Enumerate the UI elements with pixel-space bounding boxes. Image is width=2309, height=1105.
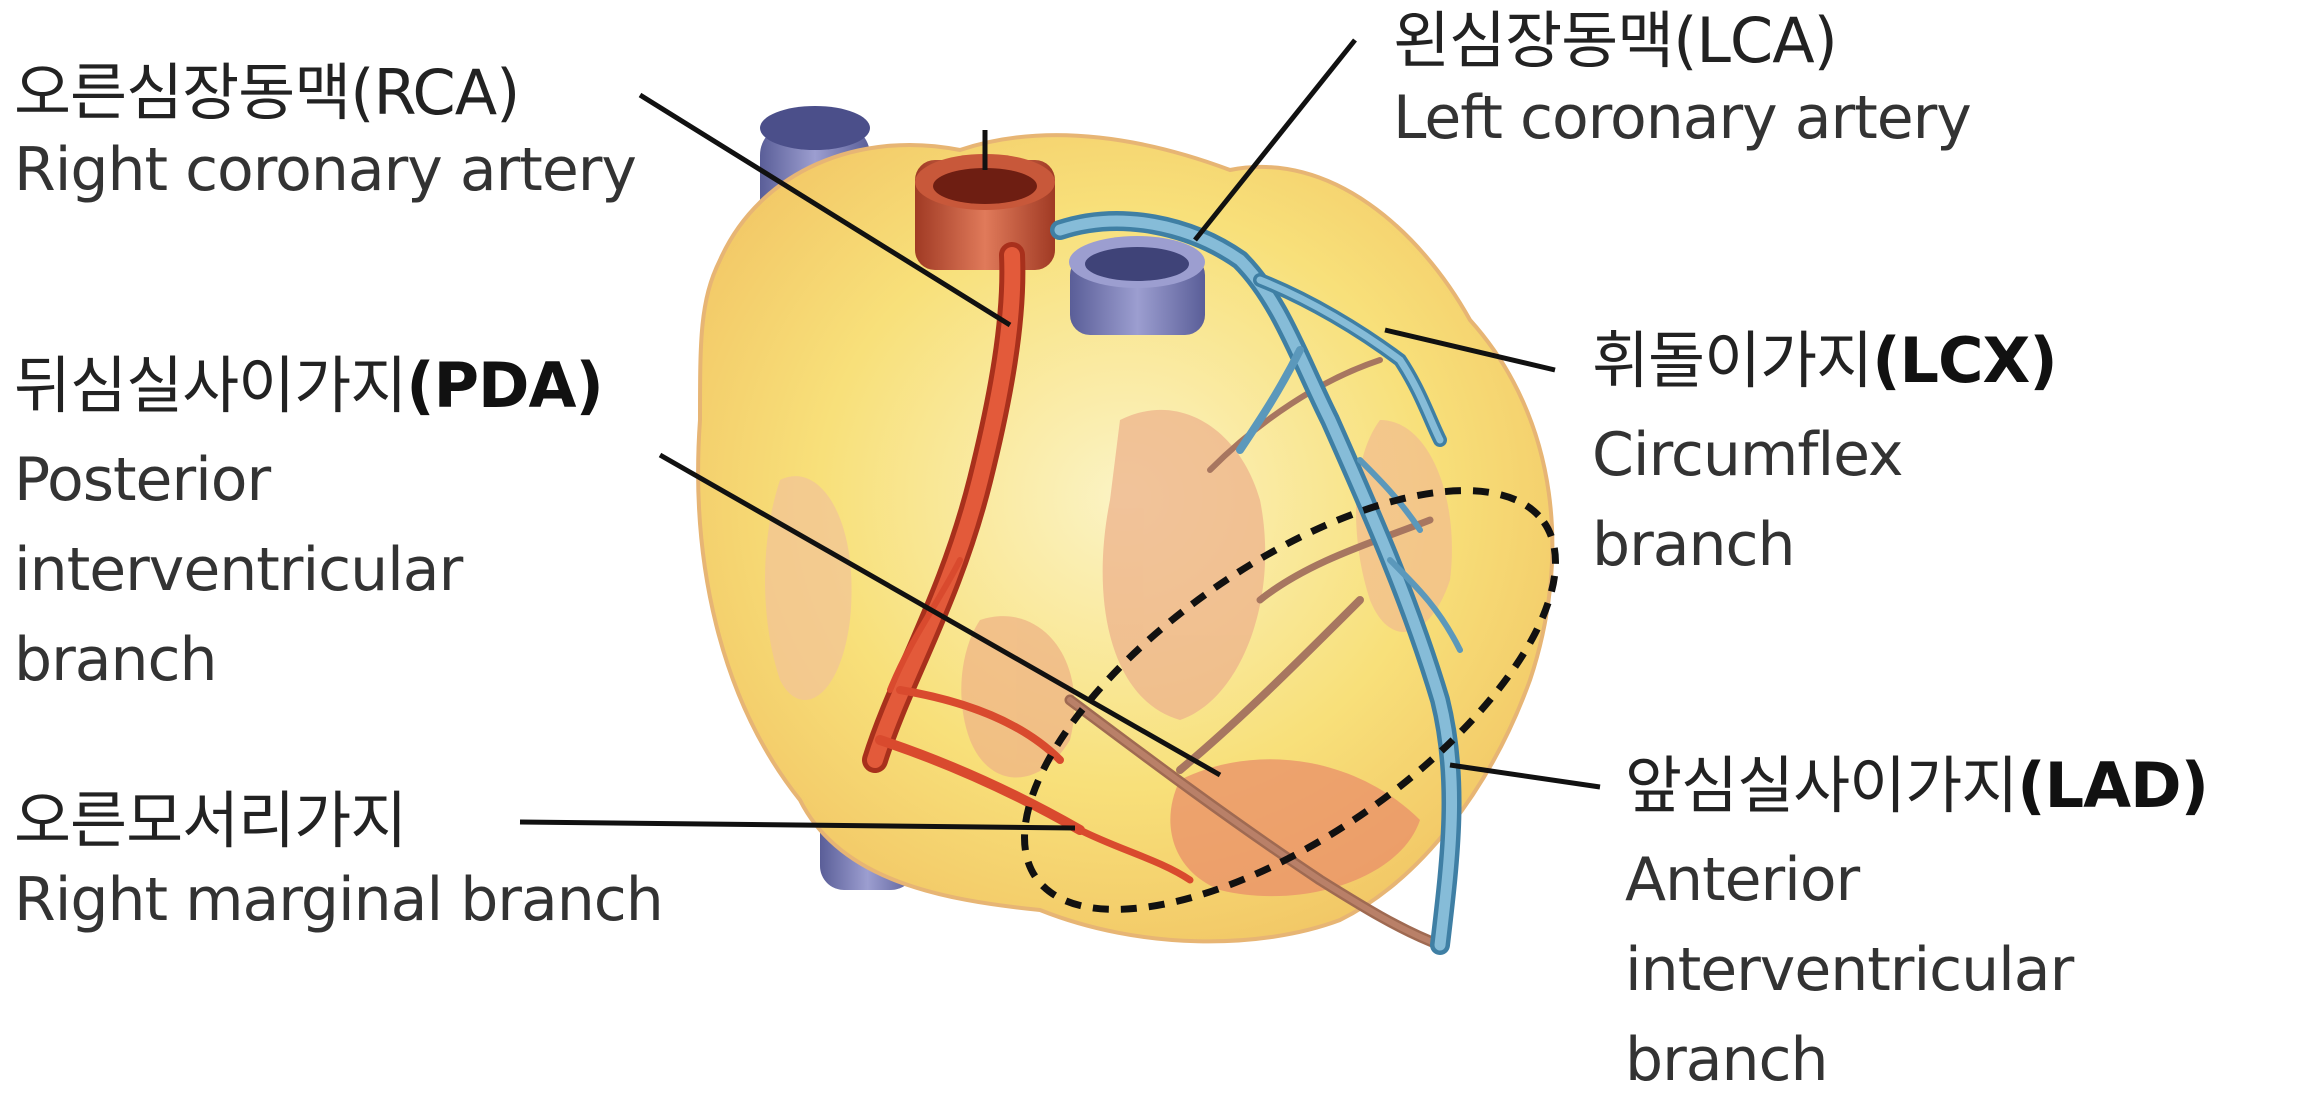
leader-line-lcx [1384, 327, 1556, 373]
label-rca-english: Right coronary artery [14, 135, 637, 205]
label-lca-korean: 왼심장동맥 [1393, 4, 1674, 77]
label-pda-korean: 뒤심실사이가지 [14, 349, 407, 422]
label-lcx-abbr: (LCX) [1872, 324, 2057, 397]
leader-line-lad [1449, 762, 1601, 790]
left-coronary-artery [1050, 211, 1463, 955]
label-rca: 오른심장동맥(RCA) Right coronary artery [14, 62, 637, 205]
myocardium-shading [765, 409, 1452, 897]
leader-lines [519, 38, 1601, 831]
label-rca-korean: 오른심장동맥 [14, 56, 351, 129]
label-pda-english: Posterior interventricular branch [14, 435, 603, 705]
label-lad-korean: 앞심실사이가지 [1625, 749, 2018, 822]
leader-line-rca [638, 92, 1012, 328]
label-lad-english-line-1: Anterior [1625, 845, 1860, 915]
leader-line-rmb [519, 819, 1076, 831]
label-lca-english-line: Left coronary artery [1393, 83, 1972, 153]
label-rca-abbr: (RCA) [350, 56, 520, 129]
label-pda-english-line-3: branch [14, 625, 218, 695]
label-lad: 앞심실사이가지(LAD) Anterior interventricular b… [1625, 755, 2209, 1105]
label-right-marginal: 오른모서리가지 Right marginal branch [14, 790, 664, 935]
label-rmb-korean: 오른모서리가지 [14, 784, 407, 857]
label-lca-abbr: (LCA) [1673, 4, 1838, 77]
label-lad-english: Anterior interventricular branch [1625, 835, 2208, 1105]
label-lad-english-line-3: branch [1625, 1025, 1829, 1095]
label-pda-abbr: (PDA) [406, 349, 604, 422]
label-lcx-english-line-2: branch [1592, 510, 1796, 580]
highlighted-region-dashed-ellipse [1021, 487, 1559, 913]
label-lcx: 휘돌이가지(LCX) Circumflex branch [1592, 330, 2058, 590]
label-rca-english-line: Right coronary artery [14, 135, 637, 205]
label-lcx-english-line-1: Circumflex [1592, 420, 1904, 490]
label-rmb-english-line: Right marginal branch [14, 865, 664, 935]
label-lcx-korean: 휘돌이가지 [1592, 324, 1873, 397]
label-pda-english-line-2: interventricular [14, 535, 463, 605]
pulmonary-trunk [1069, 236, 1205, 335]
label-lad-abbr: (LAD) [2017, 749, 2209, 822]
label-lca-english: Left coronary artery [1393, 83, 1972, 153]
aorta [915, 130, 1055, 270]
label-lca: 왼심장동맥(LCA) Left coronary artery [1393, 10, 1972, 153]
label-pda-english-line-1: Posterior [14, 445, 271, 515]
leader-line-lca [1193, 38, 1357, 242]
label-lcx-english: Circumflex branch [1592, 410, 2057, 590]
label-rmb-english: Right marginal branch [14, 865, 664, 935]
label-pda: 뒤심실사이가지(PDA) Posterior interventricular … [14, 355, 604, 705]
label-lad-english-line-2: interventricular [1625, 935, 2074, 1005]
leader-line-pda [658, 452, 1222, 778]
